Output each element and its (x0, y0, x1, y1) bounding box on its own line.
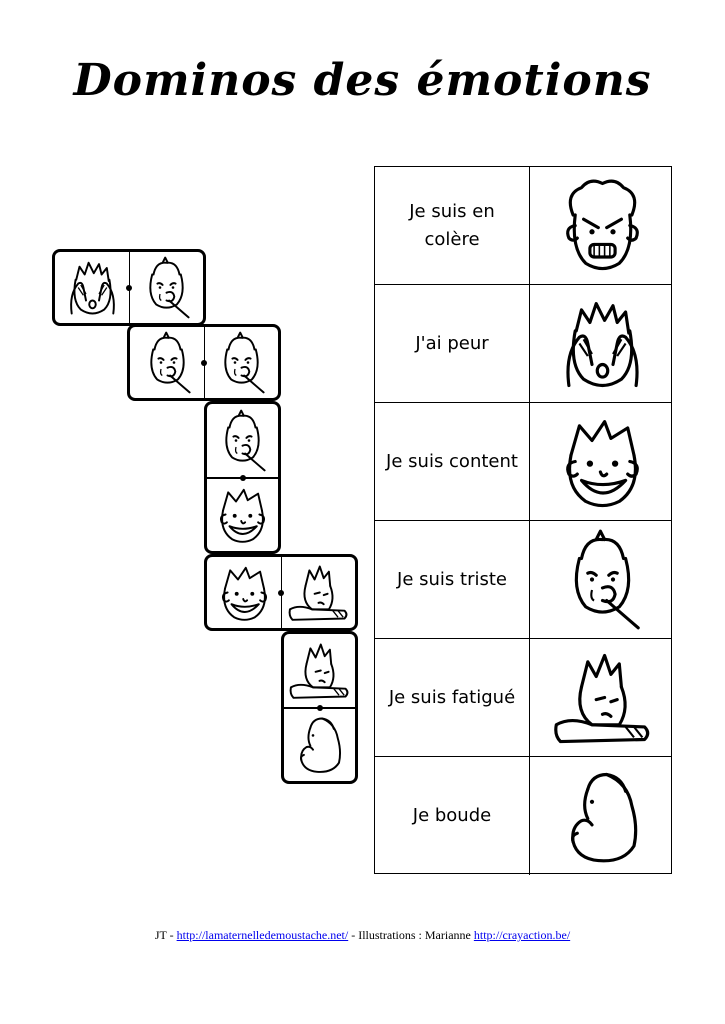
emotion-label: Je suis en colère (375, 167, 530, 284)
sad-face-icon (532, 521, 672, 638)
page-title: Dominos des émotions (73, 55, 652, 106)
emotion-label: Je suis fatigué (375, 639, 530, 756)
emotion-table: Je suis en colère J'ai peur Je suis cont… (374, 166, 672, 875)
footer-middle: - Illustrations : Marianne (348, 928, 474, 942)
emotion-row-sad: Je suis triste (375, 521, 671, 639)
footer-credits: JT - http://lamaternelledemoustache.net/… (0, 928, 725, 943)
sad-face-icon (130, 327, 204, 398)
domino-dot (126, 284, 132, 291)
sulking-face-icon (532, 757, 672, 875)
domino-dot (239, 474, 246, 481)
emotion-label: Je boude (375, 757, 530, 875)
happy-face-icon (532, 403, 672, 520)
scared-face-icon (55, 252, 129, 323)
emotion-label: J'ai peur (375, 285, 530, 402)
domino-dot (316, 704, 323, 711)
domino-tile (204, 554, 358, 631)
footer-prefix: JT - (154, 928, 177, 942)
footer-link-maternelle[interactable]: http://lamaternelledemoustache.net/ (176, 928, 349, 942)
domino-tile (281, 631, 358, 784)
domino-dot (201, 359, 207, 366)
domino-dot (278, 589, 284, 596)
scared-face-icon (532, 285, 672, 402)
emotion-label: Je suis triste (375, 521, 530, 638)
angry-face-icon (532, 167, 672, 284)
emotion-label: Je suis content (375, 403, 530, 520)
sulking-face-icon (284, 708, 355, 782)
sad-face-icon (207, 404, 278, 478)
emotion-row-happy: Je suis content (375, 403, 671, 521)
domino-tile (127, 324, 281, 401)
emotion-row-scared: J'ai peur (375, 285, 671, 403)
happy-face-icon (207, 478, 278, 552)
domino-tile (52, 249, 206, 326)
sad-face-icon (204, 327, 278, 398)
emotion-row-tired: Je suis fatigué (375, 639, 671, 757)
happy-face-icon (207, 557, 281, 628)
emotion-row-sulking: Je boude (375, 757, 671, 875)
tired-face-icon (281, 557, 355, 628)
domino-tile (204, 401, 281, 554)
tired-face-icon (284, 634, 355, 708)
sad-face-icon (129, 252, 203, 323)
tired-face-icon (532, 639, 672, 756)
emotion-row-angry: Je suis en colère (375, 167, 671, 285)
footer-link-crayaction[interactable]: http://crayaction.be/ (473, 928, 571, 942)
